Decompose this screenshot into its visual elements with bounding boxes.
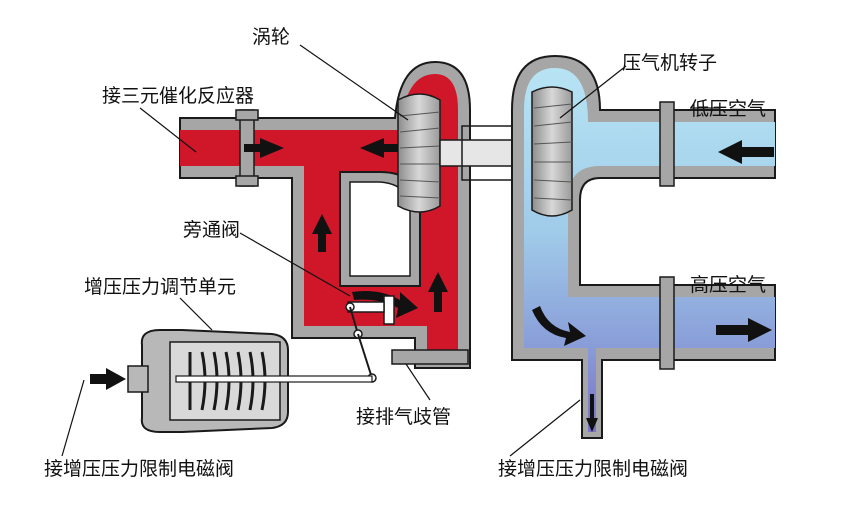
turbine-wheel — [397, 93, 441, 213]
bypass-valve — [345, 295, 395, 383]
label-bypass-valve: 旁通阀 — [183, 219, 241, 241]
curved-arrow-icon — [532, 306, 586, 346]
label-compressor-rotor: 压气机转子 — [622, 52, 718, 74]
label-boost-pressure-regulator: 增压压力调节单元 — [84, 276, 237, 298]
arrow-left-icon — [244, 138, 284, 158]
label-low-pressure-air: 低压空气 — [690, 98, 767, 120]
intake-flow-arrows — [532, 140, 774, 432]
label-boost-solenoid-right: 接增压压力限制电磁阀 — [498, 458, 689, 480]
arrow-left-icon — [360, 138, 398, 158]
label-to-catalytic-converter: 接三元催化反应器 — [102, 85, 255, 107]
arrow-right-icon — [90, 368, 126, 390]
boost-pressure-regulator — [90, 329, 373, 433]
label-boost-solenoid-left: 接增压压力限制电磁阀 — [44, 458, 235, 480]
arrow-down-icon — [586, 394, 598, 432]
leader-lines — [61, 44, 720, 457]
exhaust-flow-arrows — [244, 138, 448, 318]
curved-arrow-icon — [352, 291, 418, 318]
label-exhaust-manifold: 接排气歧管 — [356, 406, 452, 428]
arrow-left-icon — [718, 140, 774, 164]
arrow-up-icon — [312, 214, 332, 252]
arrow-up-icon — [428, 272, 448, 312]
compressor-housing — [511, 54, 776, 439]
label-high-pressure-air: 高压空气 — [690, 274, 767, 296]
arrow-right-icon — [716, 318, 772, 342]
compressor-rotor — [531, 86, 573, 217]
label-turbine: 涡轮 — [252, 26, 291, 48]
